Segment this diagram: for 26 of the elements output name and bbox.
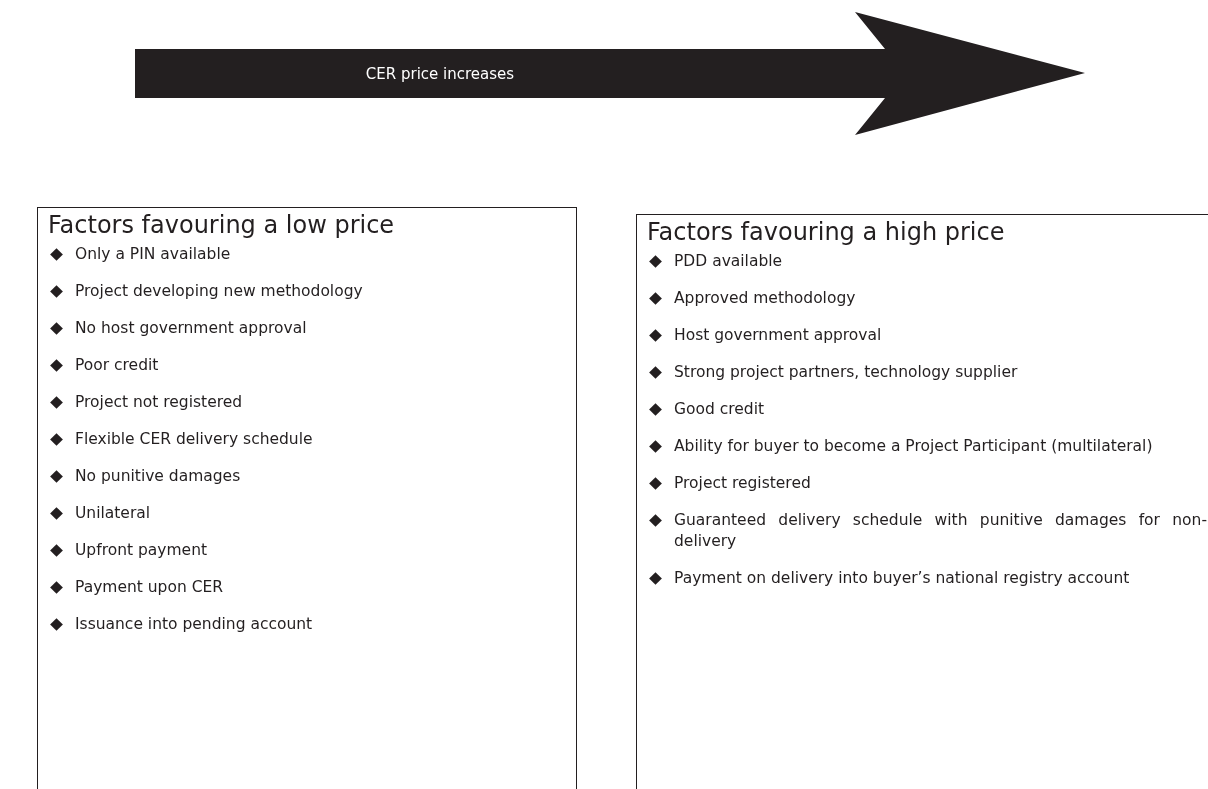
factor-item: Issuance into pending account xyxy=(75,614,313,635)
factor-item: Project not registered xyxy=(75,392,243,413)
factor-item: Approved methodology xyxy=(674,288,856,309)
factor-item: PDD available xyxy=(674,251,783,272)
factor-item: Payment on delivery into buyer’s national registry account xyxy=(674,568,1130,589)
factor-item: No host government approval xyxy=(75,318,307,339)
factor-item: Payment upon CER xyxy=(75,577,224,598)
factor-item: Host government approval xyxy=(674,325,882,346)
factor-item: Project registered xyxy=(674,473,811,494)
panel-heading: Factors favouring a low price xyxy=(48,210,396,240)
arrow-shape xyxy=(135,12,1085,135)
factor-item: Poor credit xyxy=(75,355,159,376)
factor-item: Upfront payment xyxy=(75,540,208,561)
arrow-label: CER price increases xyxy=(364,63,516,85)
factor-item: No punitive damages xyxy=(75,466,241,487)
panel-heading: Factors favouring a high price xyxy=(647,217,1006,247)
factor-panel xyxy=(636,214,1208,789)
factor-item: Good credit xyxy=(674,399,765,420)
factor-item: Strong project partners, technology supplier xyxy=(674,362,1018,383)
factor-panel xyxy=(37,207,577,789)
factor-item: Unilateral xyxy=(75,503,151,524)
factor-item: Ability for buyer to become a Project Participant (multilateral) xyxy=(674,436,1153,457)
factor-item: Guaranteed delivery schedule with punitive damages for non-delivery xyxy=(674,510,1207,552)
factor-item: Project developing new methodology xyxy=(75,281,363,302)
factor-item: Only a PIN available xyxy=(75,244,231,265)
factor-item: Flexible CER delivery schedule xyxy=(75,429,313,450)
